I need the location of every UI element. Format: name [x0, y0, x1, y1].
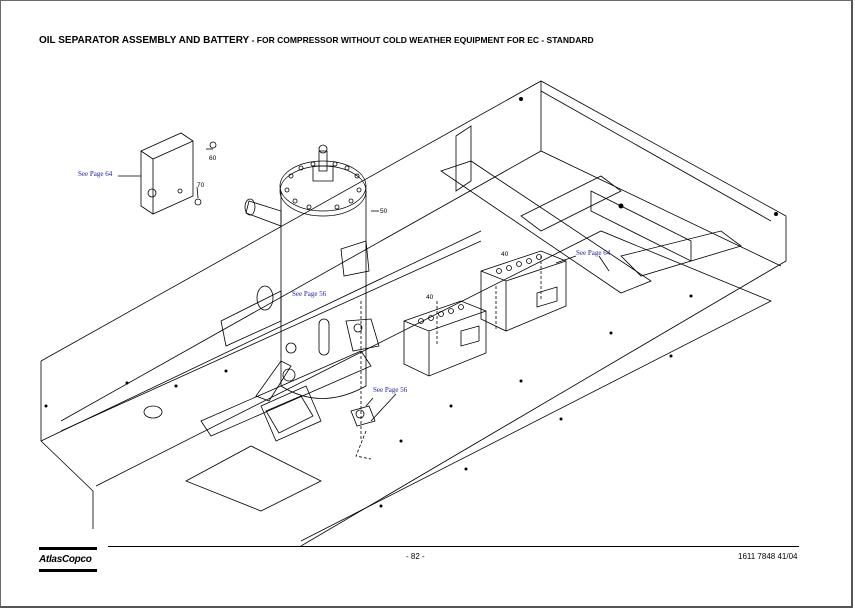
page-number: - 82 -	[406, 552, 425, 561]
technical-drawing: See Page 64 See Page 64 See Page 56 See …	[40, 80, 787, 546]
atlas-copco-logo: AtlasCopco	[39, 547, 97, 573]
title-main: OIL SEPARATOR ASSEMBLY AND BATTERY	[39, 35, 250, 46]
item-number-60: 60	[209, 155, 217, 162]
ref-see-page-56-top[interactable]: See Page 56	[292, 290, 327, 298]
item-number-50: 50	[380, 208, 388, 215]
ref-see-page-64-right[interactable]: See Page 64	[576, 249, 611, 257]
document-number: 1611 7848 41/04	[738, 552, 798, 561]
footer-divider	[108, 546, 799, 547]
item-number-40b: 40	[426, 294, 434, 301]
ref-see-page-64-left[interactable]: See Page 64	[78, 170, 113, 178]
item-number-40a: 40	[501, 251, 509, 258]
ref-see-page-56-bottom[interactable]: See Page 56	[373, 386, 408, 394]
item-number-70: 70	[197, 182, 205, 189]
page-title: OIL SEPARATOR ASSEMBLY AND BATTERY - FOR…	[39, 35, 594, 46]
brand-name: AtlasCopco	[39, 554, 92, 565]
title-sub: - FOR COMPRESSOR WITHOUT COLD WEATHER EQ…	[249, 35, 594, 45]
